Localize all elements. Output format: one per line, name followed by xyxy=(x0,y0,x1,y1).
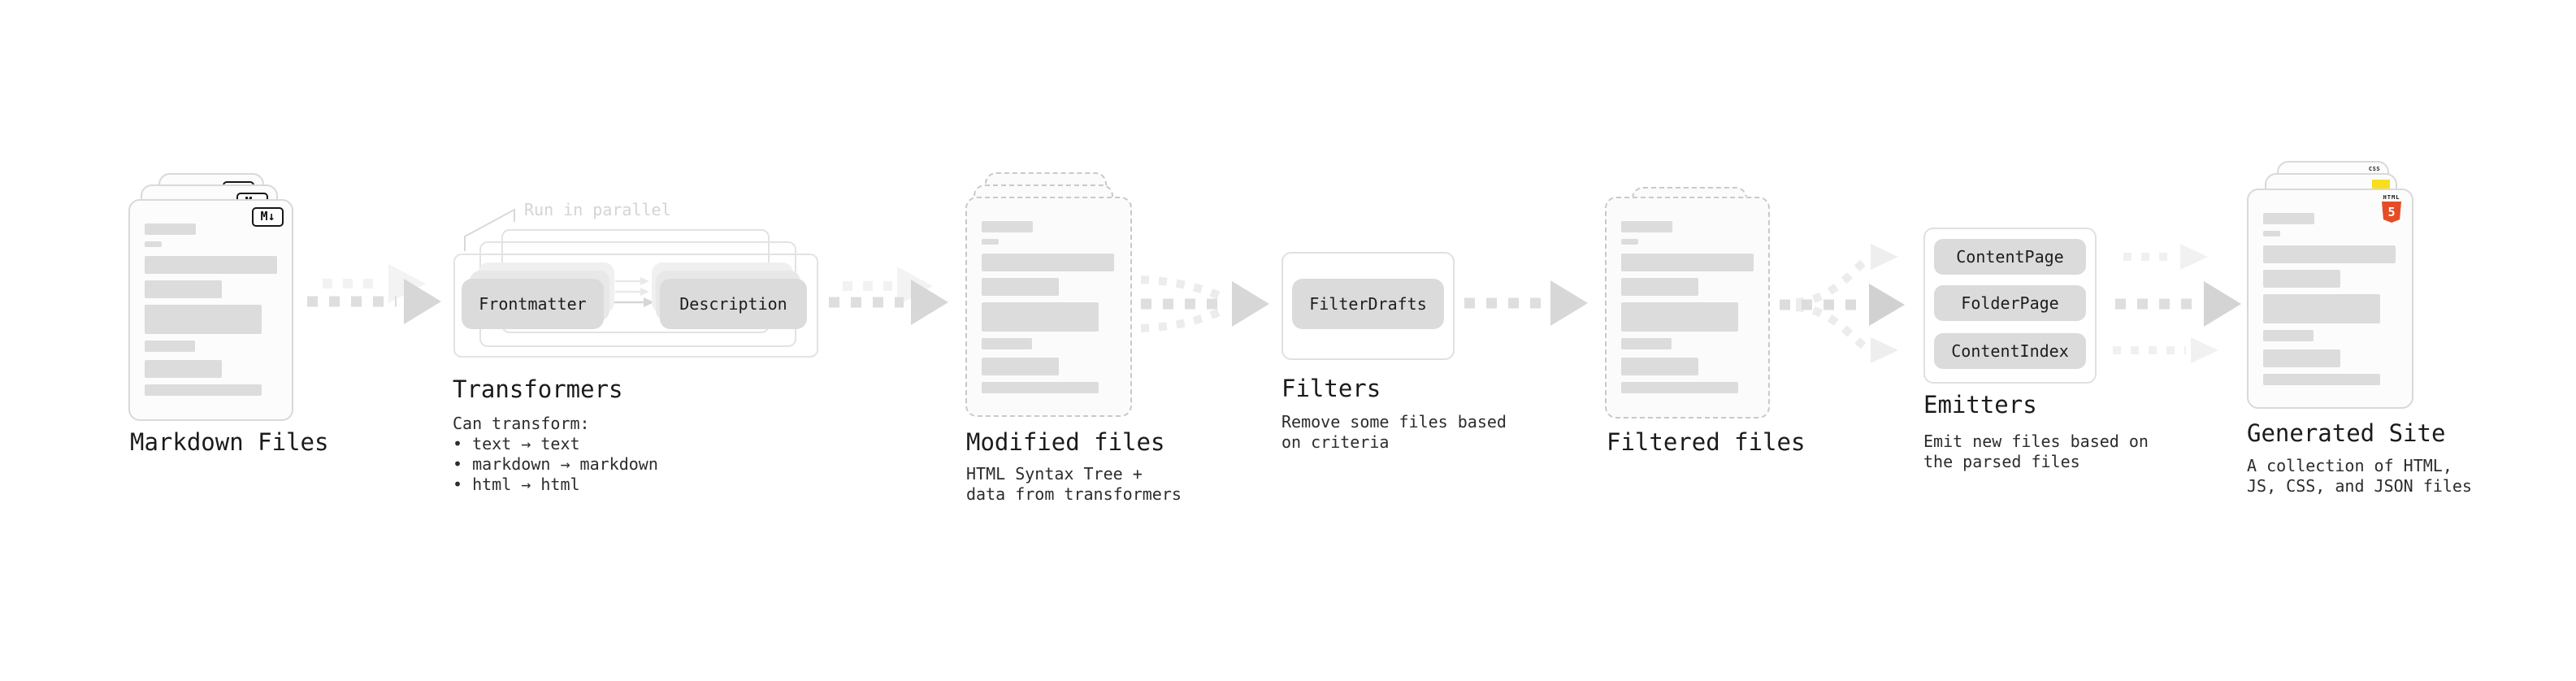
document-text-placeholder xyxy=(982,221,1116,393)
html5-icon: HTML 5 xyxy=(2381,194,2402,223)
doc-line xyxy=(145,360,222,378)
doc-line xyxy=(1621,278,1698,296)
doc-line xyxy=(2263,330,2314,341)
doc-line xyxy=(2263,270,2340,288)
doc-line xyxy=(1621,302,1738,332)
emitters-label: Emitters xyxy=(1923,391,2037,419)
filtered-files-label: Filtered files xyxy=(1607,428,1806,456)
doc-line xyxy=(2263,349,2340,367)
arrow-emitters-to-generated xyxy=(2113,244,2241,363)
generated-site-label: Generated Site xyxy=(2247,419,2446,447)
emitter-box-contentindex: ContentIndex xyxy=(1934,333,2086,369)
generated-page-html: HTML 5 xyxy=(2247,189,2413,409)
document-text-placeholder xyxy=(145,223,277,396)
doc-line xyxy=(982,278,1059,296)
doc-line xyxy=(982,382,1099,393)
doc-line xyxy=(982,338,1032,349)
doc-line xyxy=(982,239,999,245)
doc-line xyxy=(1621,358,1698,375)
doc-line xyxy=(145,256,277,274)
doc-line xyxy=(1621,239,1638,245)
doc-line xyxy=(982,302,1099,332)
doc-line xyxy=(1621,254,1754,271)
markdown-page-front: M↓ xyxy=(128,199,293,421)
modified-files-label: Modified files xyxy=(966,428,1165,456)
transformer-parallel-arrows xyxy=(610,277,654,307)
doc-line xyxy=(2263,374,2380,385)
modified-page-front xyxy=(965,197,1132,417)
doc-line xyxy=(1621,338,1672,349)
arrow-modified-to-filters xyxy=(1140,275,1269,332)
modified-files-description: HTML Syntax Tree + data from transformer… xyxy=(966,464,1182,504)
doc-line xyxy=(2263,245,2396,263)
doc-line xyxy=(1621,221,1672,232)
doc-line xyxy=(982,254,1114,271)
doc-line xyxy=(2263,213,2314,224)
doc-line xyxy=(145,280,222,298)
markdown-icon: M↓ xyxy=(252,207,284,227)
doc-line xyxy=(982,358,1059,375)
markdown-files-label: Markdown Files xyxy=(130,428,329,456)
arrow-transformers-to-modified xyxy=(829,267,948,325)
doc-line xyxy=(2263,231,2280,236)
generated-site-description: A collection of HTML, JS, CSS, and JSON … xyxy=(2247,456,2472,496)
run-in-parallel-leader xyxy=(464,208,515,251)
doc-line xyxy=(145,241,162,247)
doc-line xyxy=(1621,382,1738,393)
transformers-description: Can transform: • text → text • markdown … xyxy=(453,414,658,494)
doc-line xyxy=(982,221,1033,232)
emitters-description: Emit new files based on the parsed files xyxy=(1923,432,2149,471)
filter-box-filterdrafts: FilterDrafts xyxy=(1292,279,1444,329)
arrow-markdown-to-transformers xyxy=(307,264,441,324)
doc-line xyxy=(145,384,262,396)
emitter-box-contentpage: ContentPage xyxy=(1934,239,2086,275)
filters-description: Remove some files based on criteria xyxy=(1281,412,1507,452)
transformer-group-front xyxy=(453,254,818,358)
document-text-placeholder xyxy=(2263,213,2397,385)
doc-line xyxy=(145,340,195,352)
doc-line xyxy=(2263,294,2380,323)
transformers-label: Transformers xyxy=(453,375,623,403)
emitter-box-folderpage: FolderPage xyxy=(1934,285,2086,321)
arrow-filters-to-filtered xyxy=(1464,280,1588,326)
filtered-page-front xyxy=(1605,197,1770,419)
document-text-placeholder xyxy=(1621,221,1754,393)
run-in-parallel-note: Run in parallel xyxy=(524,200,671,219)
arrow-filtered-to-emitters xyxy=(1780,244,1905,363)
transformer-box-frontmatter: Frontmatter xyxy=(462,279,604,329)
doc-line xyxy=(145,223,196,235)
transformer-box-description: Description xyxy=(660,279,807,329)
javascript-icon xyxy=(2372,180,2390,189)
filters-label: Filters xyxy=(1281,375,1381,402)
doc-line xyxy=(145,305,262,334)
